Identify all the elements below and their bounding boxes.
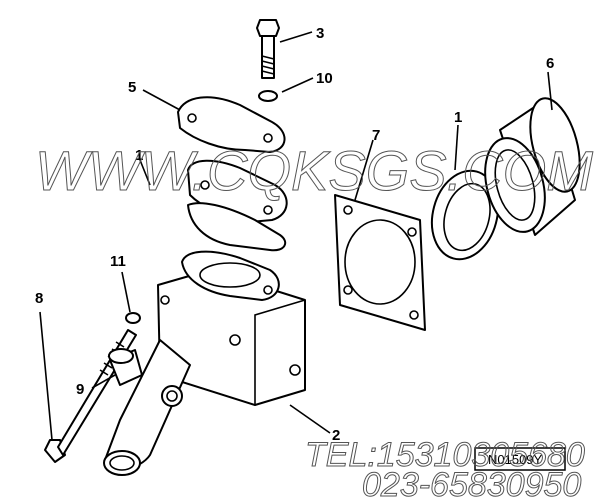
watermark-phone: 023-65830950 [362, 466, 581, 500]
reference-code: N01509Y [488, 452, 543, 467]
washer-part-11 [125, 312, 141, 324]
callout-5: 5 [128, 79, 136, 96]
seal-ring-part-1 [430, 169, 500, 261]
callout-1-gasket: 1 [135, 147, 143, 164]
callout-1: 1 [454, 109, 462, 126]
bolt-part-3 [256, 19, 280, 79]
watermark-tel: TEL:15310305680 [305, 436, 585, 474]
watermark-site: WWW.CQKSGS.COM [35, 139, 593, 202]
reference-code-box [474, 447, 566, 471]
gasket-part-5 [177, 96, 286, 153]
plug-part-9 [108, 348, 143, 386]
callout-3: 3 [316, 25, 324, 42]
callout-2: 2 [332, 427, 340, 444]
callout-11: 11 [110, 253, 126, 270]
cover-plate [187, 159, 288, 252]
callout-6: 6 [546, 55, 554, 72]
sleeve-part-6 [484, 97, 581, 236]
housing-part-2 [103, 250, 306, 476]
gasket-part-7 [334, 194, 426, 331]
washer-part-10 [258, 90, 278, 102]
callout-8: 8 [35, 290, 43, 307]
leader-lines [39, 31, 553, 441]
callout-9: 9 [76, 381, 84, 398]
callout-10: 10 [316, 70, 333, 87]
callout-7: 7 [372, 127, 380, 144]
